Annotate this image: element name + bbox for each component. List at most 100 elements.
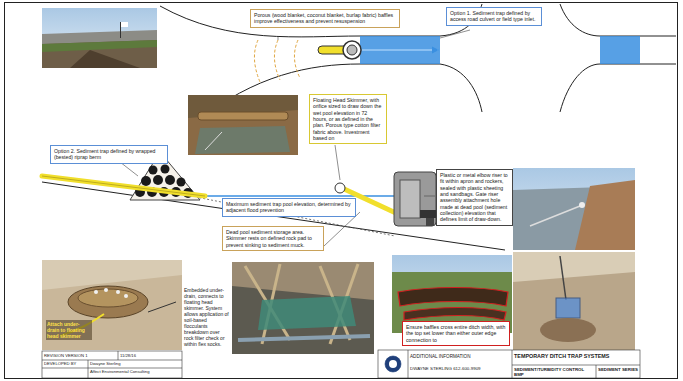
profile-view-part — [420, 210, 436, 218]
plan-view-ditch-part — [347, 45, 357, 55]
title-block-part — [42, 351, 182, 378]
photo-underdrain-part — [258, 296, 356, 330]
contact-text: DWAYNE STERLING 612-600-9909 — [410, 366, 510, 371]
photo-road-ditch-part — [42, 40, 157, 52]
note-text: Floating Head Skimmer, with orifice size… — [313, 97, 383, 141]
photo-road-ditch-part — [42, 8, 157, 68]
subtitle-text: SEDIMENT/TURBIDITY CONTROL BMP — [514, 367, 594, 378]
photo-road-ditch-part — [70, 50, 140, 68]
photo-skimmer-outlet-part — [513, 252, 635, 282]
sheet-frame-part — [5, 3, 678, 379]
photo-coil-drain-part — [94, 288, 128, 298]
title-block — [42, 350, 640, 378]
profile-view-part-part — [153, 175, 163, 185]
profile-view-part-part — [177, 178, 186, 187]
photo-baffles-red-part — [404, 308, 506, 321]
photo-underdrain-part — [232, 262, 374, 354]
photo-baffle-trap-part — [188, 95, 298, 155]
photo-caption: Attach under-drain to floating head skim… — [46, 320, 92, 340]
profile-view-part — [335, 183, 345, 193]
photo-coil-drain-part-part — [104, 288, 108, 292]
revision-text: REVISION VERSION 1 — [44, 353, 116, 358]
photo-coil-drain-part-part — [94, 290, 98, 294]
title-block-part — [408, 350, 640, 378]
photo-coil-drain-part — [148, 302, 176, 312]
photo-pond — [513, 168, 635, 250]
note-box: Floating Head Skimmer, with orifice size… — [309, 94, 387, 144]
photo-skimmer-outlet-part — [560, 256, 566, 300]
note-box: Porous (wood blanket, coconut blanket, b… — [250, 9, 400, 28]
photo-pond-part — [513, 168, 635, 250]
photo-coil-drain — [42, 260, 182, 350]
info-heading: ADDITIONAL INFORMATION — [410, 354, 510, 360]
photo-baffle-trap-part — [205, 132, 222, 150]
photo-road-ditch — [42, 8, 157, 68]
note-box: Plastic or metal elbow riser to fit with… — [436, 169, 513, 226]
warning-box: Ensure baffles cross entire ditch width,… — [402, 321, 510, 346]
leader-lines-part — [324, 212, 360, 246]
series-text: SEDIMENT SERIES — [598, 367, 638, 372]
note-text: Maximum sediment trap pool elevation, de… — [226, 201, 352, 214]
plan-view-ditch-part — [160, 4, 482, 37]
photo-skimmer-outlet-part — [556, 298, 580, 318]
profile-view-part — [205, 195, 400, 197]
photo-coil-drain-part — [78, 289, 138, 307]
photo-baffle-trap-part — [195, 126, 290, 154]
photo-coil-drain-part — [42, 260, 182, 350]
photo-pond-part — [579, 202, 585, 208]
note-text: Plastic or metal elbow riser to fit with… — [440, 172, 509, 223]
photo-skimmer-outlet-part — [540, 318, 596, 342]
option-box: Option 2. Sediment trap defined by wrapp… — [50, 145, 168, 164]
plan-view-ditch-part — [600, 36, 640, 64]
photo-baffle-trap-part — [198, 112, 288, 120]
date-text: 11/28/16 — [120, 353, 180, 358]
profile-view-part — [42, 176, 205, 196]
developer-label: DEVELOPED BY — [44, 361, 86, 366]
photo-pond-part — [530, 206, 580, 226]
photo-coil-drain-part — [68, 286, 148, 318]
profile-view-part-part — [161, 165, 170, 174]
developer-name: Dwayne Sterling — [90, 361, 180, 366]
plan-view-ditch-part — [274, 40, 280, 80]
leader-lines-part — [120, 162, 138, 176]
photo-underdrain-part — [245, 264, 358, 344]
note-text: Option 2. Sediment trap defined by wrapp… — [54, 148, 164, 161]
photo-baffles-red-part — [398, 288, 508, 307]
note-text: Embedded under-drain, connects to floati… — [184, 287, 230, 347]
profile-view-part — [394, 172, 436, 226]
title-block-part — [385, 356, 401, 372]
leader-lines-part — [335, 145, 340, 180]
photo-road-ditch-part — [121, 22, 128, 27]
plan-view-ditch-part — [560, 4, 676, 36]
photo-coil-drain-part — [42, 260, 182, 290]
option-box: Option 1. Sediment trap defined by acces… — [446, 7, 542, 26]
note-text: Ensure baffles cross entire ditch width,… — [406, 324, 506, 343]
photo-road-ditch-part — [120, 22, 121, 38]
note-box: Dead pool sediment storage area. Skimmer… — [222, 226, 324, 251]
profile-view-part-part — [165, 175, 175, 185]
sheet-frame — [5, 3, 678, 379]
title-block-part — [378, 350, 640, 378]
note-text: Option 1. Sediment trap defined by acces… — [450, 10, 538, 23]
photo-coil-drain-part-part — [116, 290, 120, 294]
profile-view-part — [42, 176, 205, 196]
profile-view-part-part — [149, 166, 158, 175]
leader-lines — [120, 30, 470, 246]
photo-skimmer-outlet-part — [513, 252, 635, 350]
photo-coil-drain-part-part — [124, 294, 128, 298]
leader-lines-part — [440, 30, 470, 38]
leader-lines-part — [424, 196, 435, 197]
plan-view-ditch-part — [294, 40, 300, 78]
title-block-part — [42, 351, 182, 378]
company-name: Affect Environmental Consulting — [90, 369, 180, 374]
note-text: Dead pool sediment storage area. Skimmer… — [226, 229, 320, 248]
title-block-part — [389, 360, 397, 368]
photo-skimmer-outlet — [513, 252, 635, 350]
title-text: TEMPORARY DITCH TRAP SYSTEMS — [514, 353, 638, 359]
photo-underdrain-part — [238, 336, 370, 340]
photo-baffle-trap — [188, 95, 298, 155]
plan-view-ditch-part — [343, 41, 361, 59]
photo-underdrain — [232, 262, 374, 354]
